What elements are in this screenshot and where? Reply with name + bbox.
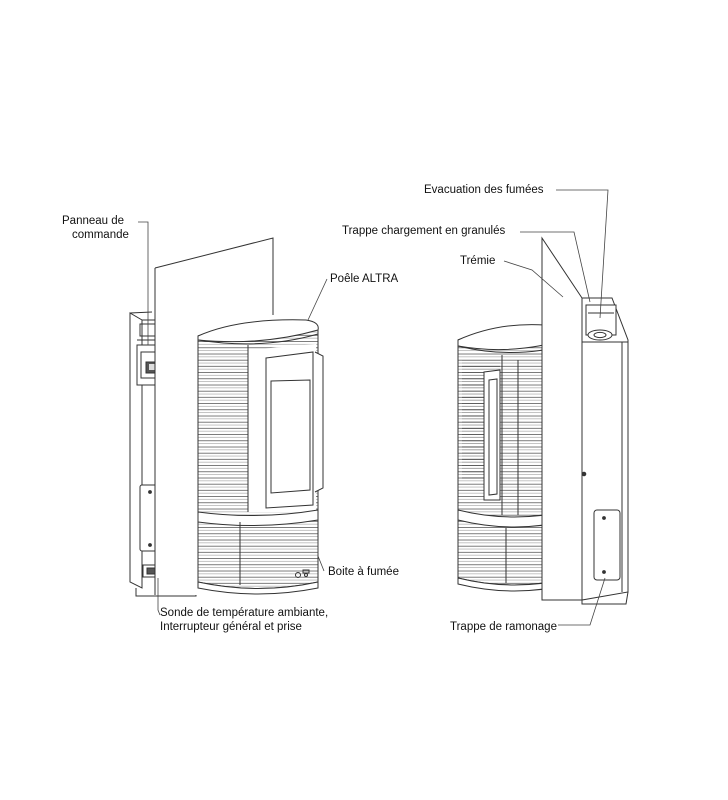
label-sonde-2: Interrupteur général et prise	[160, 621, 302, 633]
label-tremie: Trémie	[460, 255, 496, 267]
label-trappe-chargement: Trappe chargement en granulés	[342, 225, 506, 237]
label-trappe-de-ramonage: Trappe de ramonage	[450, 621, 557, 633]
label-panneau-de-commande-1: Panneau de	[62, 215, 125, 227]
label-poele-altra: Poêle ALTRA	[330, 273, 399, 285]
label-sonde-1: Sonde de température ambiante,	[160, 607, 329, 619]
label-boite-a-fumee: Boite à fumée	[328, 566, 399, 578]
stove-back-view	[457, 236, 629, 605]
stove-front-view	[129, 237, 324, 597]
label-evacuation-des-fumees: Evacuation des fumées	[424, 184, 544, 196]
label-panneau-de-commande-2: commande	[72, 229, 129, 241]
leader-lines	[138, 189, 609, 626]
